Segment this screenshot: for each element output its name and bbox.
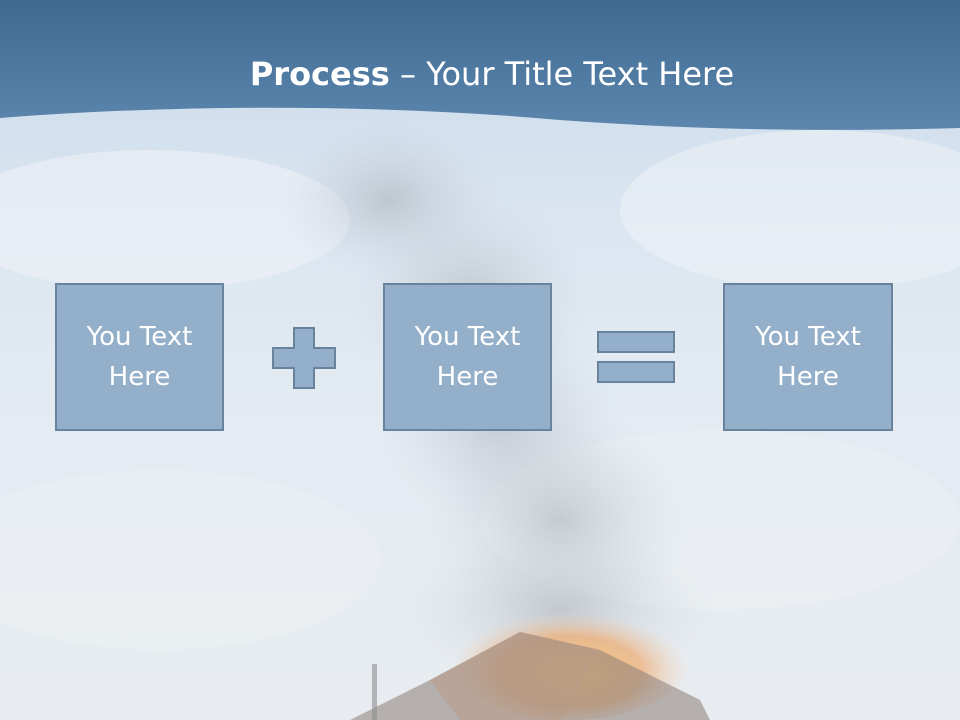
header-band [0, 0, 960, 130]
text-box-label: You Text Here [86, 322, 193, 392]
text-box-1: You Text Here [55, 283, 224, 431]
text-box-label: You Text Here [414, 322, 521, 392]
text-box-label: You Text Here [755, 322, 861, 392]
equals-icon [597, 331, 677, 385]
title-rest: – Your Title Text Here [389, 55, 735, 93]
slide-title: Process – Your Title Text Here [0, 52, 960, 96]
title-bold: Process [249, 55, 390, 93]
text-box-2: You Text Here [383, 283, 552, 431]
plus-icon [272, 327, 336, 389]
text-box-3: You Text Here [723, 283, 893, 431]
